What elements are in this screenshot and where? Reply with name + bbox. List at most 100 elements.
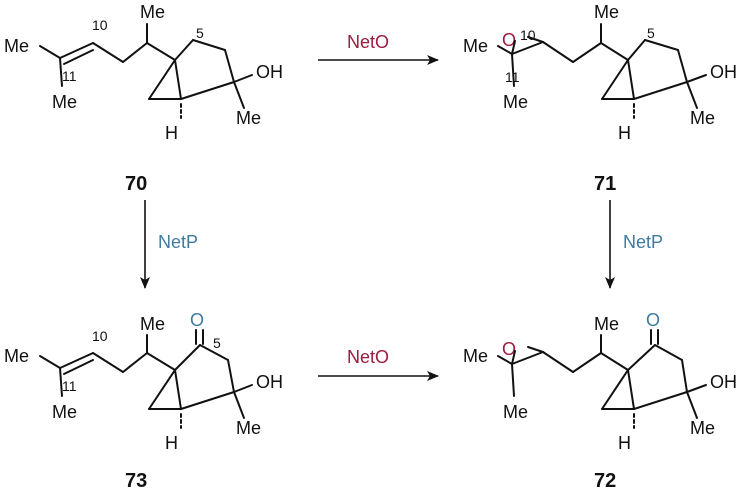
atom-oh: OH — [256, 62, 283, 82]
atom-me: Me — [690, 418, 715, 438]
bond — [627, 59, 635, 100]
compound-73: Me Me 11 10 Me O 5 OH Me H 73 — [4, 310, 283, 492]
bond — [146, 42, 176, 61]
bond — [199, 344, 229, 361]
bond — [233, 81, 245, 109]
bond — [686, 81, 698, 109]
atom-h: H — [618, 433, 631, 453]
atom-me: Me — [140, 2, 165, 22]
atom-h: H — [165, 123, 178, 143]
locant-5: 5 — [213, 335, 221, 351]
compound-label-73: 73 — [125, 470, 147, 492]
atom-me: Me — [4, 36, 29, 56]
reagent-netp: NetP — [158, 232, 198, 252]
bond — [511, 363, 515, 397]
bond — [174, 344, 201, 371]
locant-11: 11 — [505, 69, 520, 85]
bond — [174, 369, 182, 410]
reaction-arrow-left: NetP — [140, 200, 198, 289]
bond — [677, 49, 688, 83]
bond — [601, 59, 629, 100]
atom-me: Me — [52, 402, 77, 422]
bond — [686, 74, 707, 83]
bond — [192, 39, 226, 51]
compound-71: Me Me O 10 11 Me 5 OH Me H 71 — [463, 2, 737, 195]
locant-5: 5 — [196, 25, 204, 41]
atom-me: Me — [4, 346, 29, 366]
reagent-neto: NetO — [347, 347, 389, 367]
bond — [497, 355, 513, 365]
bond — [511, 351, 544, 365]
atom-me: Me — [52, 92, 77, 112]
bond — [233, 384, 253, 393]
epoxide-oxygen: O — [502, 339, 516, 359]
locant-11: 11 — [62, 68, 77, 84]
epoxide-oxygen: O — [502, 30, 516, 50]
bond — [59, 57, 63, 87]
bond — [180, 81, 235, 100]
bond — [92, 42, 124, 63]
bond — [233, 391, 245, 419]
bond — [59, 367, 63, 397]
bond — [686, 391, 698, 419]
bond — [681, 359, 688, 393]
bond — [39, 355, 61, 369]
bond — [511, 40, 516, 55]
atom-me: Me — [503, 92, 528, 112]
reaction-arrow-top: NetO — [318, 32, 439, 65]
bond — [527, 346, 544, 353]
bond — [122, 42, 148, 63]
bond — [174, 39, 194, 61]
bond — [227, 359, 235, 393]
compound-70: Me Me 11 10 Me 5 OH Me H 70 — [4, 2, 283, 195]
atom-oh: OH — [710, 62, 737, 82]
locant-10: 10 — [92, 328, 108, 344]
bond — [572, 42, 602, 63]
bond — [148, 369, 176, 410]
atom-h: H — [618, 123, 631, 143]
reaction-arrow-right: NetP — [605, 200, 663, 289]
atom-me: Me — [690, 108, 715, 128]
reagent-netp: NetP — [623, 232, 663, 252]
ketone-oxygen: O — [646, 310, 660, 330]
bond — [63, 359, 94, 375]
bond — [59, 352, 94, 369]
atom-me: Me — [236, 418, 261, 438]
atom-h: H — [165, 433, 178, 453]
bond — [527, 36, 544, 43]
locant-5: 5 — [647, 25, 655, 41]
reagent-neto: NetO — [347, 32, 389, 52]
bond — [511, 41, 544, 55]
bond — [654, 344, 683, 361]
bond — [497, 45, 513, 55]
bond — [146, 352, 176, 371]
bond — [600, 42, 629, 61]
bond — [627, 39, 646, 61]
atom-me: Me — [463, 36, 488, 56]
bond — [174, 59, 182, 100]
bond — [542, 41, 574, 63]
compound-72: Me Me O Me O OH Me H 72 — [463, 310, 737, 492]
bond — [633, 81, 688, 100]
bond — [627, 344, 656, 371]
bond — [542, 351, 574, 373]
bond — [686, 384, 707, 393]
bond — [572, 352, 602, 373]
bond — [92, 352, 124, 373]
reaction-arrow-bottom: NetO — [318, 347, 439, 381]
bond — [601, 369, 629, 410]
bond — [63, 49, 94, 65]
bond — [600, 352, 629, 371]
bond — [224, 49, 235, 83]
bond — [148, 59, 176, 100]
bond — [644, 39, 679, 51]
atom-oh: OH — [256, 372, 283, 392]
bond — [633, 391, 688, 410]
ketone-oxygen: O — [190, 310, 204, 330]
bond — [511, 53, 515, 87]
bond — [233, 74, 253, 83]
compound-label-71: 71 — [594, 173, 616, 195]
atom-me: Me — [594, 2, 619, 22]
atom-me: Me — [463, 346, 488, 366]
